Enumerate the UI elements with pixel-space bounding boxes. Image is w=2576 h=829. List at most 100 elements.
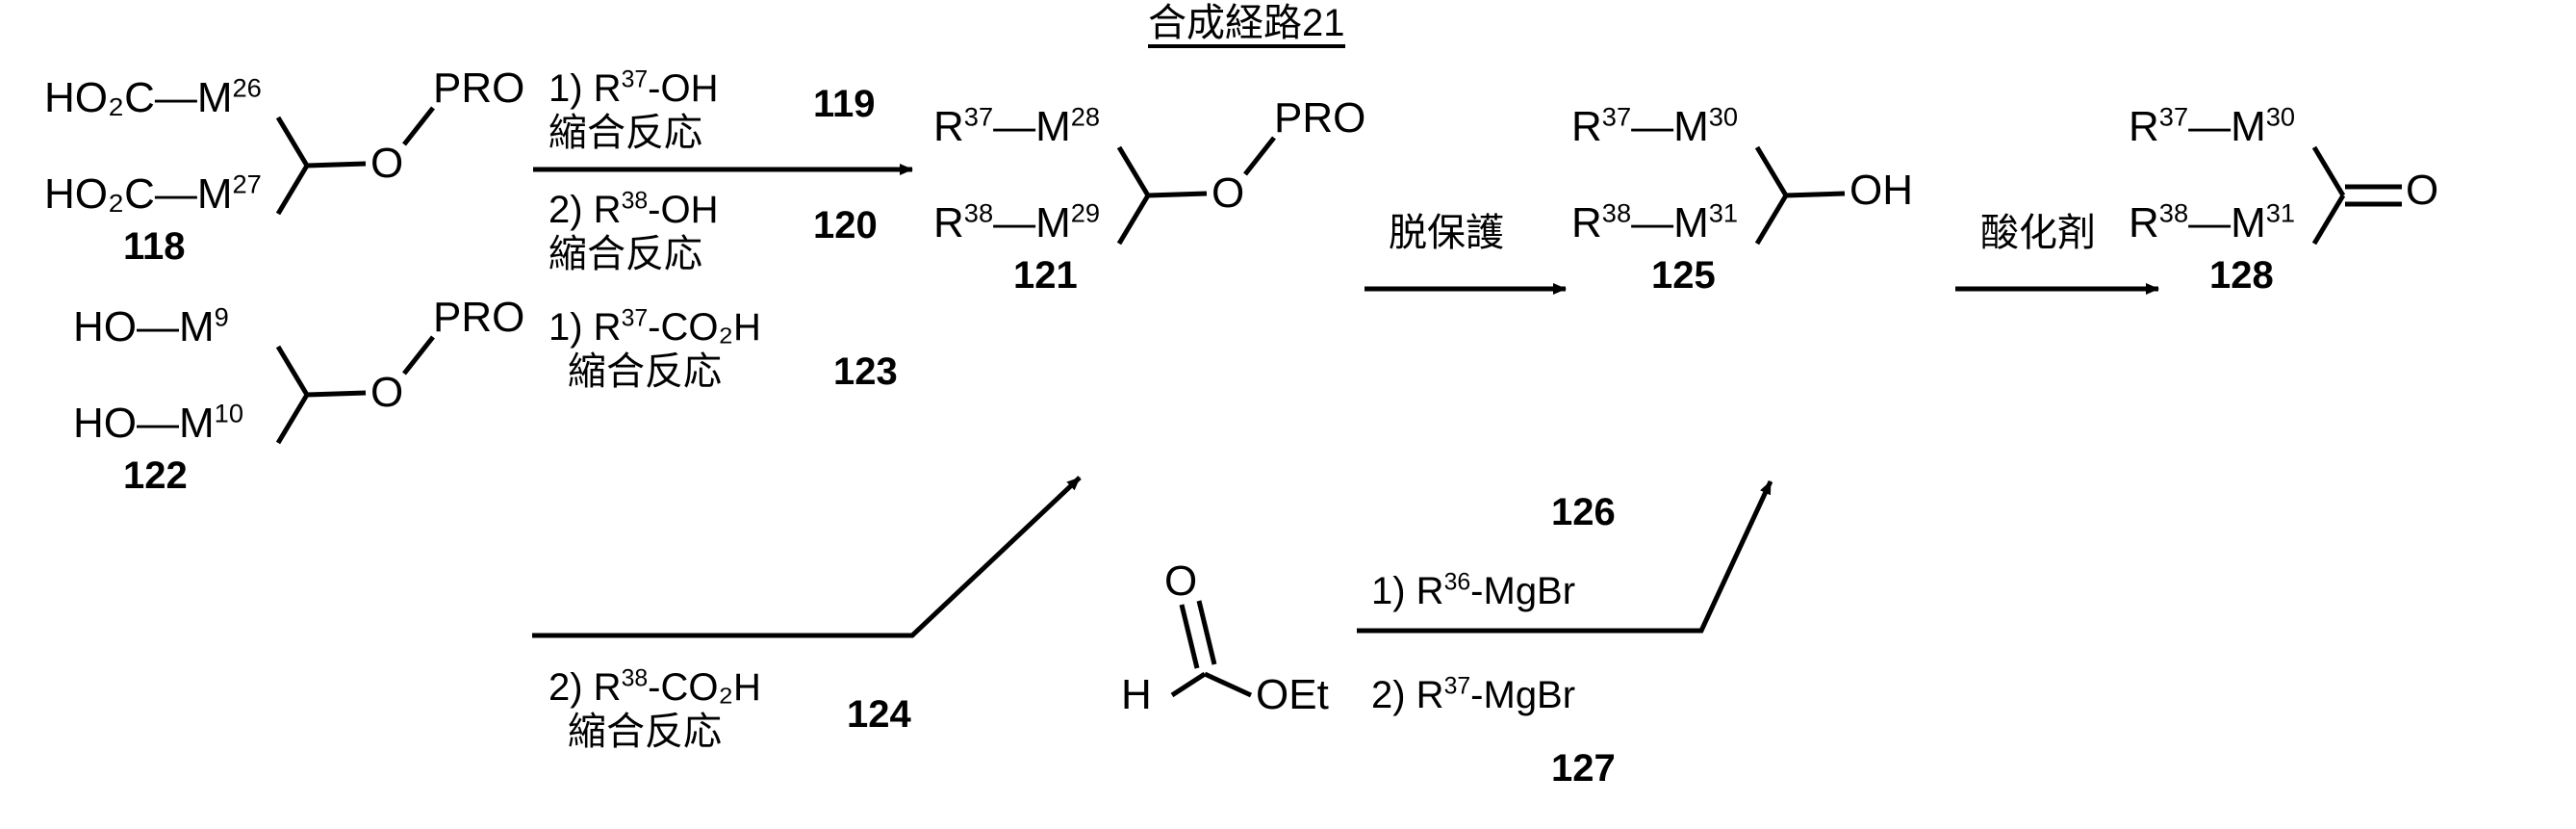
r-index: 38 — [963, 197, 994, 228]
r-symbol: R — [933, 199, 964, 246]
arrow4-step2-reagent: 2) R37-MgBr — [1371, 674, 1575, 717]
arrow1-step2-reagent: 2) R38-OH — [548, 189, 719, 232]
bonds-121 — [1116, 136, 1276, 246]
step-suffix: -OH — [648, 67, 719, 110]
arrow2-step1-ref-number: 123 — [833, 350, 898, 393]
compound-122-protecting-group-label: PRO — [433, 294, 525, 341]
compound-121-bottom-left-label: R38—M29 — [933, 197, 1101, 246]
r-index: 37 — [963, 101, 994, 132]
m-symbol: M — [1673, 103, 1709, 150]
oxidation-label: 酸化剤 — [1980, 212, 2096, 254]
bonds-118 — [275, 106, 435, 216]
arrow1-step2-ref-number: 120 — [813, 204, 878, 246]
m-symbol: M — [2231, 199, 2266, 246]
r-index: 37 — [1601, 101, 1632, 132]
compound-125-number: 125 — [1651, 254, 1716, 297]
arrow2-step1-reagent: 1) R37-CO₂H — [548, 306, 761, 350]
m-index: 30 — [1708, 101, 1739, 132]
compound-128-number: 128 — [2209, 254, 2274, 297]
compound-125-hydroxyl-label: OH — [1849, 167, 1913, 214]
m-symbol: M — [2231, 103, 2266, 150]
step-prefix: 1) R — [548, 306, 622, 349]
compound-126-carbonyl-oxygen-label: O — [1164, 557, 1198, 605]
m-symbol: M — [179, 400, 215, 447]
compound-118-bottom-left-label: HO₂C—M27 — [44, 168, 262, 218]
m-index: 9 — [214, 301, 229, 332]
compound-128-top-left-label: R37—M30 — [2129, 101, 2296, 150]
compound-126-oet-label: OEt — [1256, 671, 1329, 718]
compound-121-number: 121 — [1013, 254, 1078, 297]
arrow2-step2-japanese-label: 縮合反応 — [568, 711, 722, 753]
compound-125-bottom-left-label: R38—M31 — [1571, 197, 1739, 246]
compound-121-oxygen-label: O — [1211, 169, 1245, 217]
m-index: 26 — [232, 72, 262, 103]
compound-122-top-left-label: HO—M9 — [73, 301, 229, 350]
compound-121-top-left-label: R37—M28 — [933, 101, 1101, 150]
m-index: 10 — [214, 398, 243, 428]
step-suffix: -CO₂H — [648, 666, 761, 709]
arrow2-step1-japanese-label: 縮合反応 — [568, 350, 722, 393]
compound-122-oxygen-label: O — [370, 369, 404, 416]
step-prefix: 2) R — [548, 189, 622, 231]
step-suffix: -MgBr — [1470, 570, 1576, 612]
compound-122-number: 122 — [123, 454, 188, 497]
bonds-125 — [1754, 145, 1846, 246]
page-title: 合成経路21 — [1148, 4, 1345, 48]
arrow1-step1-ref-number: 119 — [813, 83, 876, 125]
r-symbol: R — [1571, 199, 1602, 246]
compound-126-number: 126 — [1551, 491, 1616, 533]
compound-118-oxygen-label: O — [370, 140, 404, 187]
deprotection-label: 脱保護 — [1389, 212, 1504, 254]
r-symbol: R — [2129, 103, 2159, 150]
m-index: 27 — [232, 168, 262, 199]
m-symbol: M — [1035, 199, 1071, 246]
compound-128-carbonyl-oxygen-label: O — [2406, 167, 2439, 214]
step-prefix: 1) R — [548, 67, 622, 110]
step-suffix: -CO₂H — [648, 306, 761, 349]
r-index: 37 — [2158, 101, 2189, 132]
r-index: 38 — [2158, 197, 2189, 228]
compound-118-number: 118 — [123, 225, 186, 268]
compound-118-top-left-label: HO₂C—M26 — [44, 72, 262, 121]
reaction-arrow-2 — [532, 476, 1082, 638]
compound-125-top-left-label: R37—M30 — [1571, 101, 1739, 150]
compound-126-hydrogen-label: H — [1121, 671, 1152, 718]
m-symbol: M — [179, 303, 215, 350]
m-symbol: M — [196, 170, 233, 218]
step-prefix: 2) R — [1371, 674, 1444, 716]
compound-128-bottom-left-label: R38—M31 — [2129, 197, 2296, 246]
r-index: 36 — [1443, 569, 1471, 596]
m-symbol: M — [1035, 103, 1071, 150]
r-index: 37 — [1443, 673, 1471, 700]
r-symbol: R — [2129, 199, 2159, 246]
arrow4-step1-reagent: 1) R36-MgBr — [1371, 570, 1575, 613]
compound-118-protecting-group-label: PRO — [433, 65, 525, 112]
arrow1-step1-japanese-label: 縮合反応 — [548, 112, 702, 154]
m-index: 28 — [1070, 101, 1101, 132]
ho-text: HO — [73, 303, 137, 350]
compound-127-number: 127 — [1551, 747, 1616, 790]
step-prefix: 2) R — [548, 666, 622, 709]
bonds-128 — [2311, 145, 2402, 246]
arrow2-step2-reagent: 2) R38-CO₂H — [548, 666, 761, 710]
step-prefix: 1) R — [1371, 570, 1444, 612]
m-index: 30 — [2265, 101, 2296, 132]
ho2c-text: HO₂C — [44, 170, 155, 218]
arrow1-step1-reagent: 1) R37-OH — [548, 67, 719, 111]
m-index: 29 — [1070, 197, 1101, 228]
r-symbol: R — [933, 103, 964, 150]
arrow1-step2-japanese-label: 縮合反応 — [548, 233, 702, 275]
m-symbol: M — [1673, 199, 1709, 246]
arrow2-step2-ref-number: 124 — [847, 693, 911, 736]
r-symbol: R — [1571, 103, 1602, 150]
r-index: 38 — [621, 188, 649, 215]
compound-121-protecting-group-label: PRO — [1274, 94, 1366, 142]
ho2c-text: HO₂C — [44, 74, 155, 121]
r-index: 38 — [1601, 197, 1632, 228]
r-index: 37 — [621, 305, 649, 332]
m-index: 31 — [1708, 197, 1739, 228]
r-index: 38 — [621, 665, 649, 692]
m-symbol: M — [196, 74, 233, 121]
r-index: 37 — [621, 66, 649, 93]
